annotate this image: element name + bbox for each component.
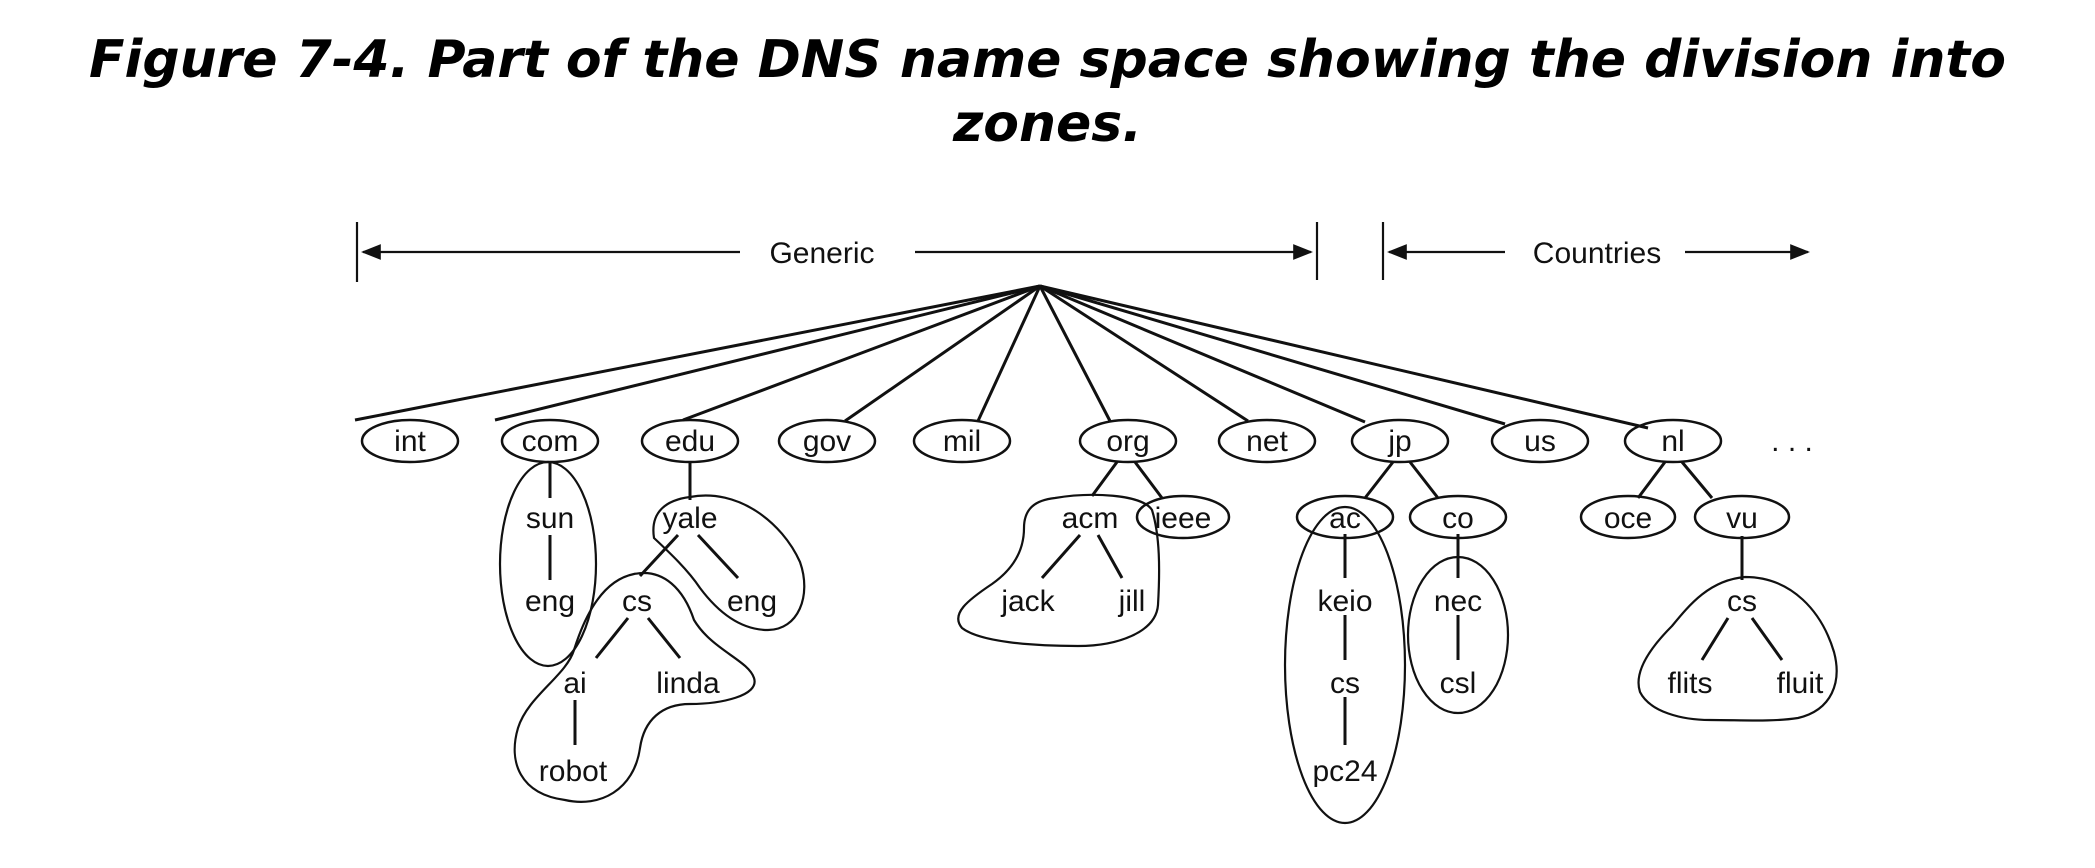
edge-root-gov [844,284,1041,423]
node-jp: jp [1387,425,1411,458]
node-nl: nl [1661,425,1684,458]
edge-root-org [1038,285,1112,422]
zone-acm [957,493,1161,648]
zone-vu-cs [1637,575,1838,722]
edge-org-acm [1090,461,1119,497]
node-robot: robot [539,755,608,788]
node-jack: jack [1000,585,1055,618]
root-edges [354,284,1649,430]
figure-title: Figure 7-4. Part of the DNS name space s… [0,28,2095,156]
edge-org-ieee [1133,461,1164,499]
edge-jp-ac [1363,461,1395,499]
node-keio-cs: cs [1330,667,1360,700]
zone-sun [498,460,598,668]
node-org: org [1106,425,1149,458]
node-int: int [394,425,426,458]
node-gov: gov [803,425,851,458]
figure-title-line-2: zones. [953,94,1142,154]
node-co: co [1442,502,1474,535]
countries-range: Countries [1381,222,1810,280]
edge-root-edu [682,284,1041,422]
node-gov-oval [777,418,877,464]
edge-yale-eng [696,533,740,580]
figure-title-line-1: Figure 7-4. Part of the DNS name space s… [89,30,2006,90]
node-us-oval [1490,418,1590,464]
zone-yale [652,494,806,632]
node-acm: acm [1062,502,1119,535]
node-mil: mil [943,425,981,458]
node-mil-oval [912,418,1012,464]
edge-nl-vu [1680,461,1714,499]
edge-acm-jill [1096,534,1124,579]
generic-range: Generic [355,222,1319,282]
edge-root-nl [1039,284,1649,430]
node-ac-oval [1295,494,1395,540]
node-fluit: fluit [1777,667,1824,700]
ellipsis-more: . . . [1771,425,1813,458]
node-jp-oval [1350,418,1450,464]
node-ai: ai [563,667,586,700]
node-nec: nec [1434,585,1482,618]
zone-cs [513,571,756,803]
node-ieee-oval [1135,494,1231,540]
node-org-oval [1078,418,1178,464]
edge-root-com [494,284,1041,422]
node-keio: keio [1317,585,1372,618]
node-ovals [360,418,1791,540]
node-vu-oval [1693,494,1791,540]
node-vu: vu [1726,502,1758,535]
edge-root-jp [1039,284,1366,424]
edge-acm-jack [1040,534,1082,579]
node-com-oval [500,418,600,464]
node-com: com [522,425,579,458]
node-net-oval [1217,418,1317,464]
zone-ac [1283,505,1407,825]
node-vu-cs: cs [1727,585,1757,618]
node-us: us [1524,425,1556,458]
node-nl-oval [1623,418,1723,464]
edge-root-net [1039,284,1249,423]
node-ac: ac [1329,502,1361,535]
node-oce: oce [1604,502,1652,535]
edge-cs-fluit [1750,617,1784,661]
edge-nl-oce [1636,461,1667,499]
node-ieee: ieee [1155,502,1212,535]
node-pc24: pc24 [1312,755,1377,788]
node-yale-eng: eng [727,585,777,618]
node-csl: csl [1440,667,1477,700]
node-co-oval [1408,494,1508,540]
node-oce-oval [1579,494,1677,540]
generic-range-label: Generic [769,237,874,270]
edge-root-us [1039,284,1506,426]
node-flits: flits [1668,667,1713,700]
zone-co [1406,555,1510,715]
edge-root-int [354,284,1041,422]
edge-root-mil [976,285,1042,422]
node-int-oval [360,418,460,464]
edge-cs-linda [646,617,682,659]
node-com-eng: eng [525,585,575,618]
node-linda: linda [656,667,720,700]
edge-jp-co [1408,461,1440,499]
node-edu-oval [640,418,740,464]
node-jill: jill [1118,585,1146,618]
countries-range-label: Countries [1533,237,1661,270]
node-yale: yale [662,502,717,535]
node-yale-cs: cs [622,585,652,618]
node-sun: sun [526,502,574,535]
edge-cs-flits [1700,617,1730,661]
subtree-edges [548,461,1784,745]
node-net: net [1246,425,1288,458]
node-edu: edu [665,425,715,458]
edge-yale-cs [638,533,680,578]
node-labels: int com edu gov mil org net jp us nl sun… [394,425,1824,788]
edge-cs-ai [594,617,630,659]
